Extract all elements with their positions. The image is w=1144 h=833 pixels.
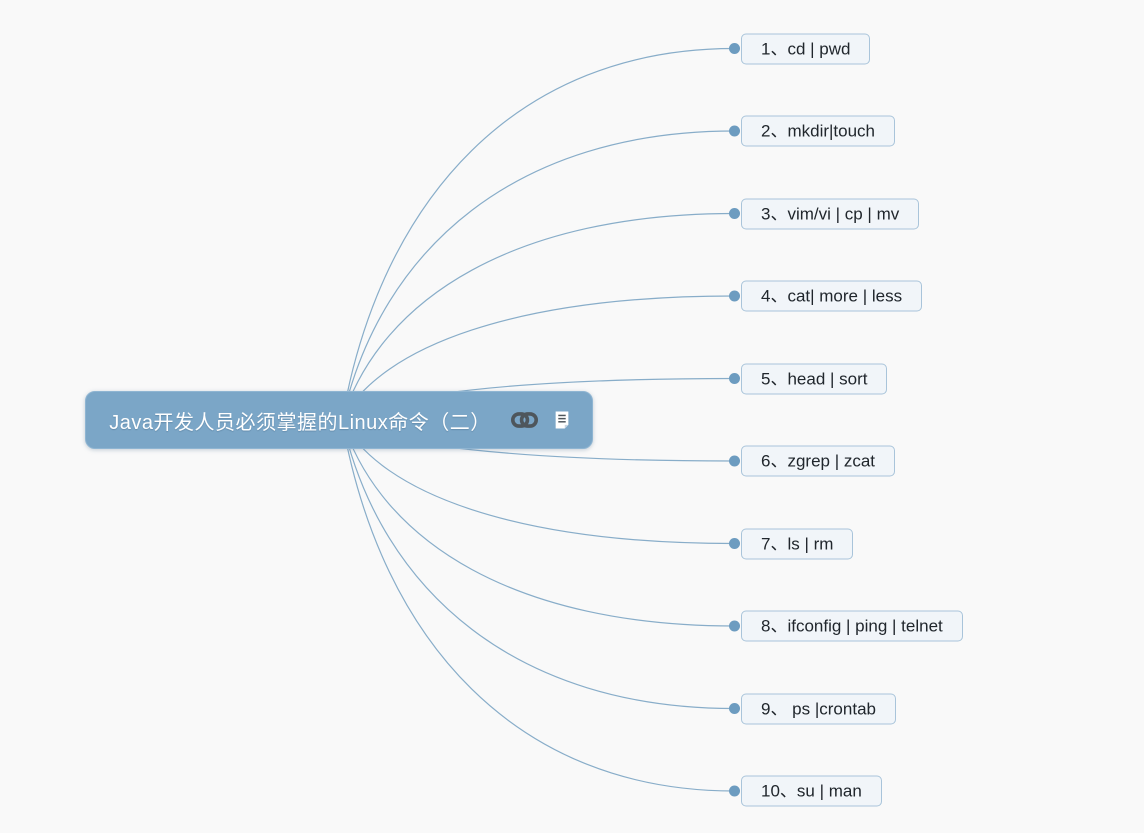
branch-node-label: 8、ifconfig | ping | telnet: [761, 616, 943, 636]
branch-node-label: 7、ls | rm: [761, 534, 834, 553]
connector-curve: [341, 419, 735, 627]
connector-curve: [341, 130, 735, 421]
branch-dot: [729, 208, 740, 219]
branch-dot: [729, 43, 740, 54]
branch-node[interactable]: 3、vim/vi | cp | mv: [741, 198, 920, 229]
branch-node[interactable]: 1、cd | pwd: [741, 33, 871, 64]
branch-node[interactable]: 4、cat| more | less: [741, 280, 923, 312]
connector-curve: [341, 419, 735, 710]
branch-node-label: 2、mkdir|touch: [761, 121, 876, 141]
branch-dot: [729, 703, 740, 714]
branch-node[interactable]: 2、mkdir|touch: [741, 115, 896, 147]
connector-curve: [341, 419, 735, 792]
branch-node-label: 9、 ps |crontab: [761, 699, 876, 718]
root-node[interactable]: Java开发人员必须掌握的Linux命令（二）: [85, 391, 593, 449]
branch-dot: [729, 290, 740, 302]
branch-node-label: 10、su | man: [761, 781, 862, 801]
branch-dot: [729, 785, 740, 797]
branch-node[interactable]: 7、ls | rm: [741, 528, 854, 559]
branch-node-label: 1、cd | pwd: [761, 39, 851, 58]
root-node-icons: [510, 411, 569, 429]
branch-node[interactable]: 8、ifconfig | ping | telnet: [741, 610, 963, 642]
link-icon[interactable]: [510, 412, 538, 428]
branch-dot: [729, 455, 740, 467]
branch-dot: [729, 620, 740, 632]
branch-node[interactable]: 5、head | sort: [741, 363, 888, 394]
note-icon[interactable]: [555, 411, 569, 429]
branch-node-label: 3、vim/vi | cp | mv: [761, 204, 900, 223]
branch-node-label: 6、zgrep | zcat: [761, 451, 876, 471]
branch-node-label: 5、head | sort: [761, 369, 868, 388]
branch-node[interactable]: 9、 ps |crontab: [741, 693, 896, 724]
branch-node[interactable]: 6、zgrep | zcat: [741, 445, 896, 477]
branch-dot: [729, 373, 740, 384]
branch-dot: [729, 125, 740, 137]
root-node-label: Java开发人员必须掌握的Linux命令（二）: [109, 411, 491, 434]
branch-dot: [729, 538, 740, 549]
branch-node[interactable]: 10、su | man: [741, 775, 882, 807]
branch-node-label: 4、cat| more | less: [761, 286, 903, 306]
connector-curve: [341, 212, 735, 421]
connector-curve: [341, 47, 735, 421]
